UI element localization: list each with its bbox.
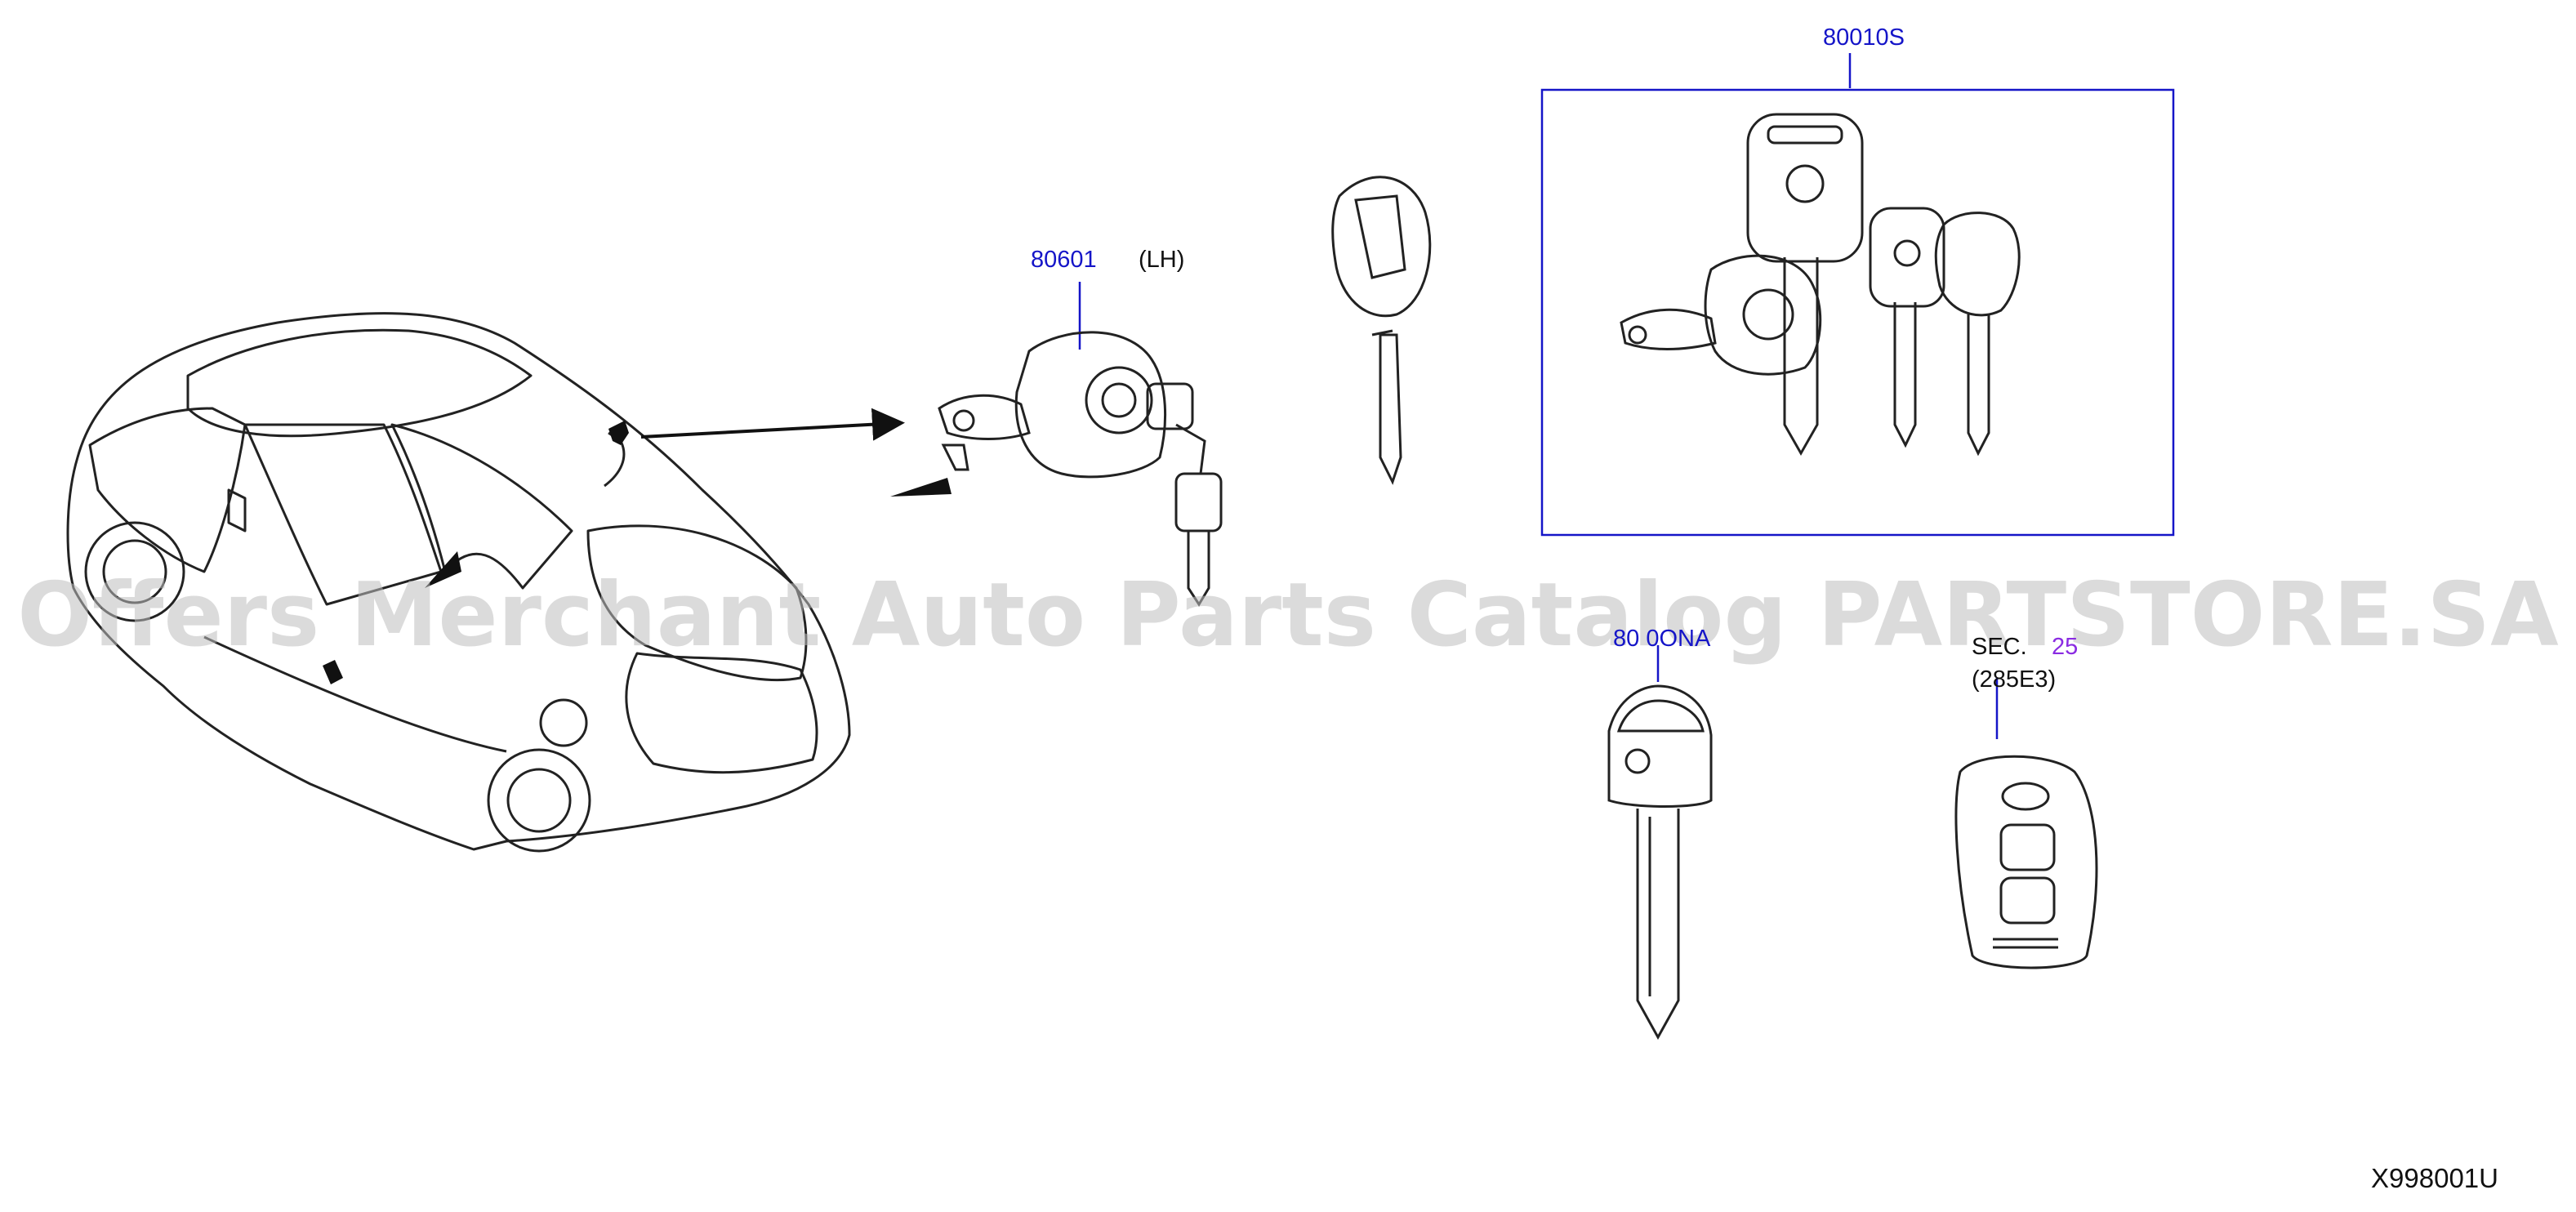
door-lock-marker-icon <box>323 421 952 684</box>
callout-sec-prefix: SEC. <box>1972 634 2027 660</box>
watermark: Offers Merchant Auto Parts Catalog PARTS… <box>17 564 2559 666</box>
callout-key-blank[interactable]: 80 0ONA <box>1613 626 1711 652</box>
callout-sec-number[interactable]: 25 <box>2052 634 2079 660</box>
kit-contents-icon <box>1620 113 2021 457</box>
kit-box <box>1540 88 2175 537</box>
key-blank-icon <box>1607 684 1713 1040</box>
remote-key-icon <box>1331 176 1432 485</box>
pointer-arrow <box>640 408 905 441</box>
diagram-code: X998001U <box>2371 1163 2498 1193</box>
callout-80601-side: (LH) <box>1139 247 1185 273</box>
key-icon <box>1146 382 1223 607</box>
callout-sec-sub: (285E3) <box>1972 666 2057 693</box>
callout-80010s[interactable]: 80010S <box>1823 25 1905 51</box>
car-icon <box>66 312 851 853</box>
callout-80601[interactable]: 80601 <box>1031 247 1097 273</box>
door-lock-cylinder-icon <box>938 331 1167 479</box>
intelligent-key-icon <box>1954 755 2098 969</box>
